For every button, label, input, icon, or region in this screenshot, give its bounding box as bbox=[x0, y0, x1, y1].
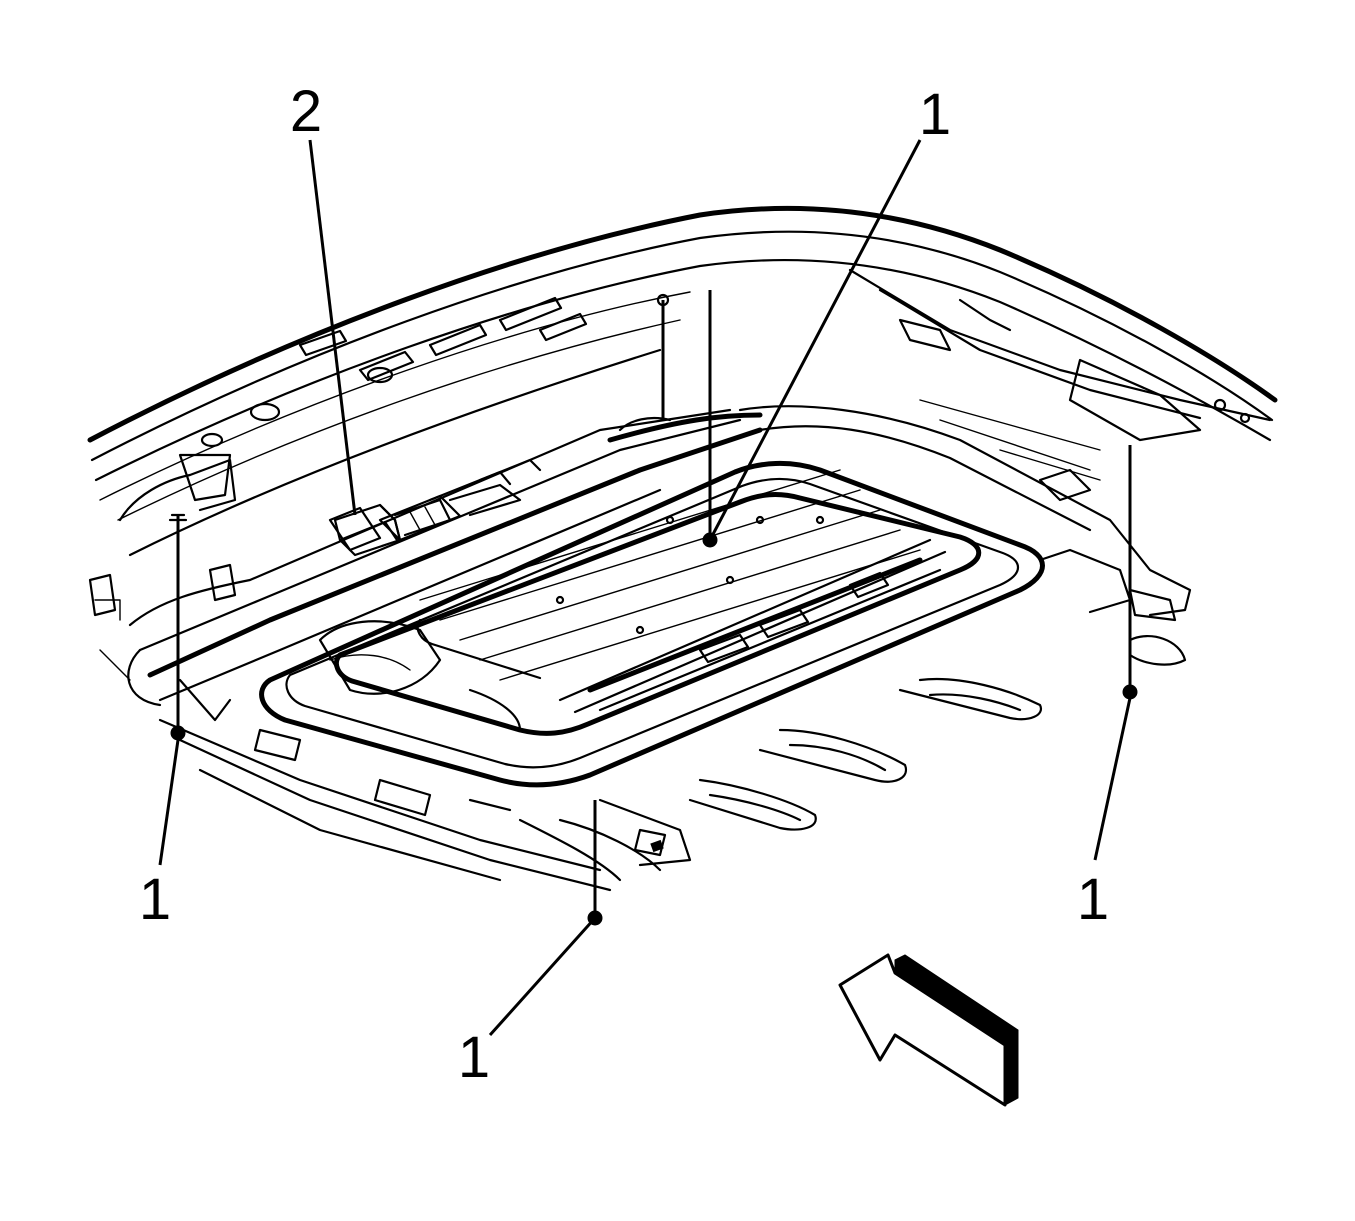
right-rail bbox=[518, 405, 1192, 882]
left-rail bbox=[118, 408, 763, 722]
sunroof-frame bbox=[259, 461, 1045, 788]
fastener-bottom bbox=[488, 800, 603, 1037]
callout-fastener-bottom: 1 bbox=[457, 1025, 491, 1090]
callout-module: 2 bbox=[289, 79, 323, 144]
callout-fastener-top: 1 bbox=[918, 82, 952, 147]
roof-frame bbox=[87, 205, 1278, 557]
fastener-top-center-a bbox=[656, 293, 670, 420]
front-direction-arrow-icon bbox=[838, 953, 1019, 1107]
fastener-right bbox=[1093, 445, 1138, 861]
lower-structure bbox=[88, 573, 612, 892]
module-leader bbox=[308, 139, 357, 516]
fastener-top-center-b bbox=[702, 139, 922, 548]
control-module bbox=[333, 483, 522, 557]
callout-fastener-left: 1 bbox=[138, 867, 172, 932]
callout-fastener-right: 1 bbox=[1076, 867, 1110, 932]
fastener-left bbox=[158, 513, 188, 866]
